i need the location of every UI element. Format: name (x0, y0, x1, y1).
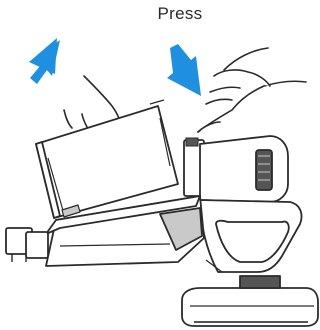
vacuum-motor-housing (184, 136, 288, 202)
charging-dock (182, 276, 318, 326)
vacuum-handle (200, 200, 302, 272)
tube-connector (6, 228, 48, 262)
release-button (186, 138, 198, 146)
arrow-up-left-icon (29, 38, 60, 84)
arrow-down-right-icon (167, 44, 201, 96)
right-hand-illustration (198, 48, 306, 132)
